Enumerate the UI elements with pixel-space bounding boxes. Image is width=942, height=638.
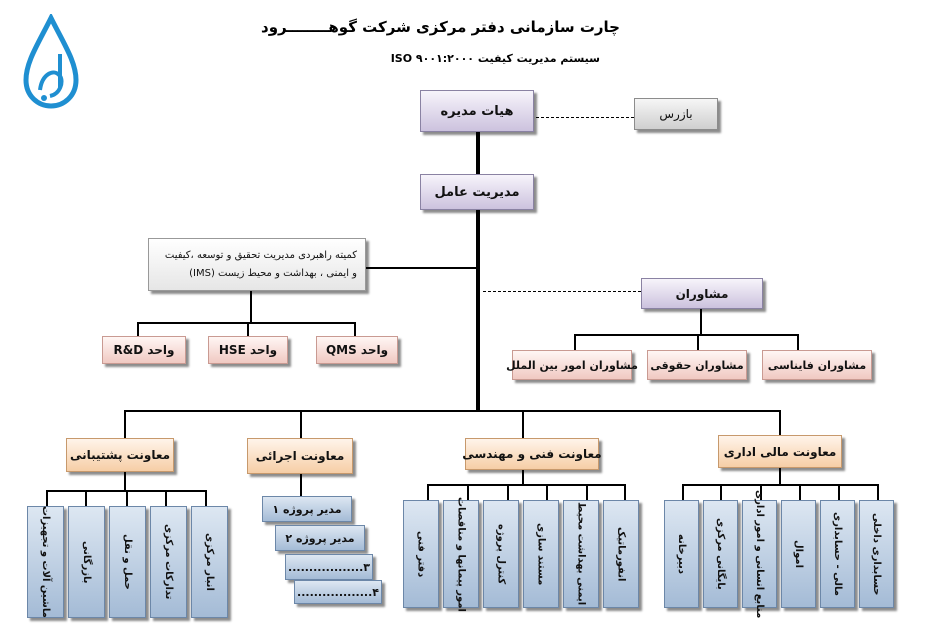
h-line-committee bbox=[366, 267, 478, 269]
finance-unit-6: حسابداری داخلی bbox=[859, 500, 894, 608]
project-manager-2: مدیر پروژه ۲ bbox=[275, 525, 365, 551]
dept-exec-box: معاونت اجرائی bbox=[247, 438, 353, 474]
support-unit-5: انبار مرکزی bbox=[191, 506, 228, 618]
v-line-rd bbox=[137, 322, 139, 336]
tech-unit-3: کنترل پروژه bbox=[483, 500, 519, 608]
v-line-adv-legal bbox=[697, 334, 699, 350]
v-line-sup-4 bbox=[165, 490, 167, 506]
v-line-tech-3 bbox=[507, 484, 509, 500]
support-unit-4: تدارکات مرکزی bbox=[150, 506, 187, 618]
project-manager-1: مدیر پروژه ۱ bbox=[262, 496, 352, 522]
dept-support-box: معاونت پشتیبانی bbox=[66, 438, 174, 472]
v-line-fin-1 bbox=[682, 484, 684, 500]
trunk-board-ceo bbox=[476, 132, 480, 174]
v-line-tech-4 bbox=[546, 484, 548, 500]
v-line-support-units bbox=[124, 472, 126, 490]
v-line-dep-finance bbox=[779, 410, 781, 435]
v-line-committee-units bbox=[250, 291, 252, 322]
company-logo-icon bbox=[23, 14, 79, 109]
unit-rd-box: واحد R&D bbox=[102, 336, 186, 364]
v-line-dep-tech bbox=[522, 410, 524, 438]
committee-box: کمیته راهبردی مدیریت تحقیق و توسعه ،کیفی… bbox=[148, 238, 366, 291]
project-manager-4: ۴.................. bbox=[294, 580, 382, 604]
v-line-advisors bbox=[700, 309, 702, 334]
dash-line-advisors bbox=[483, 291, 641, 292]
finance-unit-5: مالی - حسابداری bbox=[820, 500, 855, 608]
committee-text: کمیته راهبردی مدیریت تحقیق و توسعه ،کیفی… bbox=[164, 249, 357, 279]
inspector-box: بازرس bbox=[634, 98, 718, 130]
ceo-box: مدیریت عامل bbox=[420, 174, 534, 210]
v-line-sup-5 bbox=[205, 490, 207, 506]
project-manager-3: ۳.................. bbox=[285, 554, 373, 580]
v-line-fin-2 bbox=[720, 484, 722, 500]
unit-hse-box: واحد HSE bbox=[208, 336, 288, 364]
dept-tech-box: معاونت فنی و مهندسی bbox=[462, 438, 602, 470]
v-line-fin-5 bbox=[838, 484, 840, 500]
finance-unit-4: اموال bbox=[781, 500, 816, 608]
unit-qms-box: واحد QMS bbox=[316, 336, 398, 364]
v-line-fin-3 bbox=[760, 484, 762, 500]
board-box: هیات مدیره bbox=[420, 90, 534, 132]
v-line-tech-1 bbox=[427, 484, 429, 500]
advisor-intl-box: مشاوران امور بین الملل bbox=[506, 350, 638, 380]
v-line-finance-units bbox=[779, 468, 781, 484]
advisor-finance-box: مشاوران فایناسی bbox=[762, 350, 872, 380]
v-line-qms bbox=[354, 322, 356, 336]
h-line-advisors bbox=[574, 334, 798, 336]
tech-unit-6: انفورماتیک bbox=[603, 500, 639, 608]
trunk-main bbox=[476, 210, 480, 410]
v-line-sup-1 bbox=[46, 490, 48, 506]
dept-finance-box: معاونت مالی اداری bbox=[718, 435, 842, 468]
v-line-tech-5 bbox=[586, 484, 588, 500]
support-unit-2: بازرگانی bbox=[68, 506, 105, 618]
v-line-sup-3 bbox=[126, 490, 128, 506]
finance-unit-2: بایگانی مرکزی bbox=[703, 500, 738, 608]
tech-unit-4: مستند سازی bbox=[523, 500, 559, 608]
v-line-dep-exec bbox=[300, 410, 302, 438]
tech-unit-5: ایمنی بهداشت محیط bbox=[563, 500, 599, 608]
chart-title: چارت سازمانی دفتر مرکزی شرکت گوهــــــــ… bbox=[261, 18, 620, 36]
v-line-tech-6 bbox=[624, 484, 626, 500]
v-line-sup-2 bbox=[85, 490, 87, 506]
v-line-adv-intl bbox=[574, 334, 576, 350]
finance-unit-3: منابع انسانی و امور اداری bbox=[742, 490, 777, 618]
tech-unit-1: دفتر فنی bbox=[403, 500, 439, 608]
finance-unit-1: دبیرخانه bbox=[664, 500, 699, 608]
v-line-fin-4 bbox=[799, 484, 801, 500]
v-line-hse bbox=[247, 322, 249, 336]
v-line-adv-fin bbox=[797, 334, 799, 350]
h-line-tech-units bbox=[427, 484, 625, 486]
v-line-fin-6 bbox=[877, 484, 879, 500]
advisor-legal-box: مشاوران حقوقی bbox=[647, 350, 747, 380]
v-line-exec-projects bbox=[300, 474, 302, 496]
support-unit-3: حمل و نقل bbox=[109, 506, 146, 618]
dash-line-inspector bbox=[536, 117, 634, 118]
h-line-committee-units bbox=[137, 322, 355, 324]
v-line-tech-2 bbox=[467, 484, 469, 500]
chart-subtitle: سیستم مدیریت کیفیت ISO ۹۰۰۱:۲۰۰۰ bbox=[390, 52, 600, 65]
support-unit-1: ماشین آلات و تجهیزات bbox=[27, 506, 64, 618]
h-line-finance-units bbox=[682, 484, 878, 486]
v-line-dep-support bbox=[124, 410, 126, 438]
v-line-tech-units bbox=[522, 470, 524, 484]
tech-unit-2: امور پیمانها و مناقصات bbox=[443, 497, 479, 611]
h-line-deputies bbox=[124, 410, 781, 412]
advisors-box: مشاوران bbox=[641, 278, 763, 309]
